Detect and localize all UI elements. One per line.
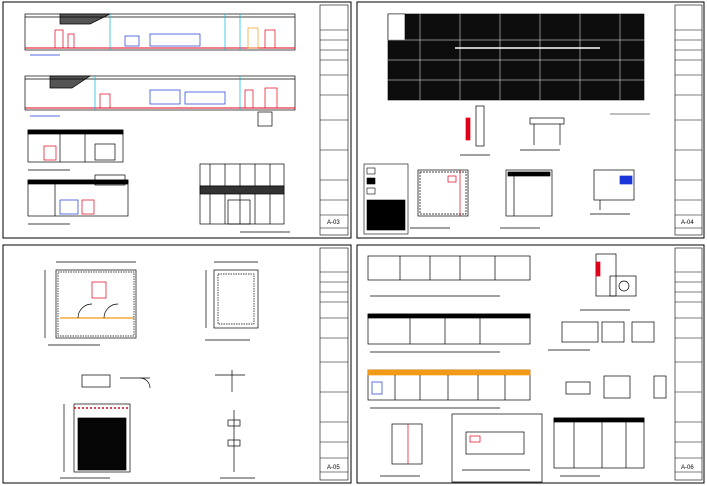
a06-elevation-strip-1	[367, 255, 531, 297]
sheet-frame-top-right	[356, 1, 705, 239]
a04-detail-beam	[520, 117, 565, 151]
title-block-top-left	[319, 4, 349, 236]
a06-section-right	[553, 417, 645, 477]
a06-plan-detail	[580, 253, 637, 311]
a04-detail-column	[460, 105, 490, 156]
title-block-top-right	[674, 4, 703, 236]
a03-facade-elevation	[199, 163, 290, 233]
a06-cabinet-details	[548, 321, 667, 399]
a05-wall-elevation	[60, 403, 131, 479]
a05-floor-plan	[44, 261, 137, 346]
a05-section-detail	[81, 370, 245, 392]
a05-column-detail	[220, 410, 255, 479]
sheet-frame-bottom-right	[356, 244, 705, 484]
sheet-number-top-left: A-03	[327, 220, 340, 226]
a03-elevation-2	[24, 75, 296, 127]
a06-section-left	[380, 423, 423, 477]
a04-ceiling-plan	[387, 13, 650, 115]
a03-section-a	[27, 129, 124, 171]
a05-room-plan	[205, 261, 259, 341]
a03-section-b	[27, 174, 129, 225]
sheet-number-bottom-right: A-06	[681, 465, 694, 471]
a03-elevation-1	[24, 13, 296, 56]
a04-legend	[363, 163, 409, 235]
a04-wall-detail-2	[500, 169, 553, 229]
sheet-frame-top-left	[2, 1, 352, 239]
sheet-number-top-right: A-04	[681, 220, 694, 226]
title-block-bottom-left	[319, 247, 349, 481]
sheet-number-bottom-left: A-05	[327, 465, 340, 471]
a04-wall-detail-3	[590, 169, 635, 215]
a04-wall-detail-1	[410, 169, 469, 229]
a06-counter-detail	[451, 413, 543, 483]
a06-elevation-strip-3	[367, 369, 531, 409]
title-block-bottom-right	[674, 247, 703, 481]
a06-elevation-strip-2	[367, 313, 531, 353]
sheet-frame-bottom-left	[2, 244, 352, 484]
